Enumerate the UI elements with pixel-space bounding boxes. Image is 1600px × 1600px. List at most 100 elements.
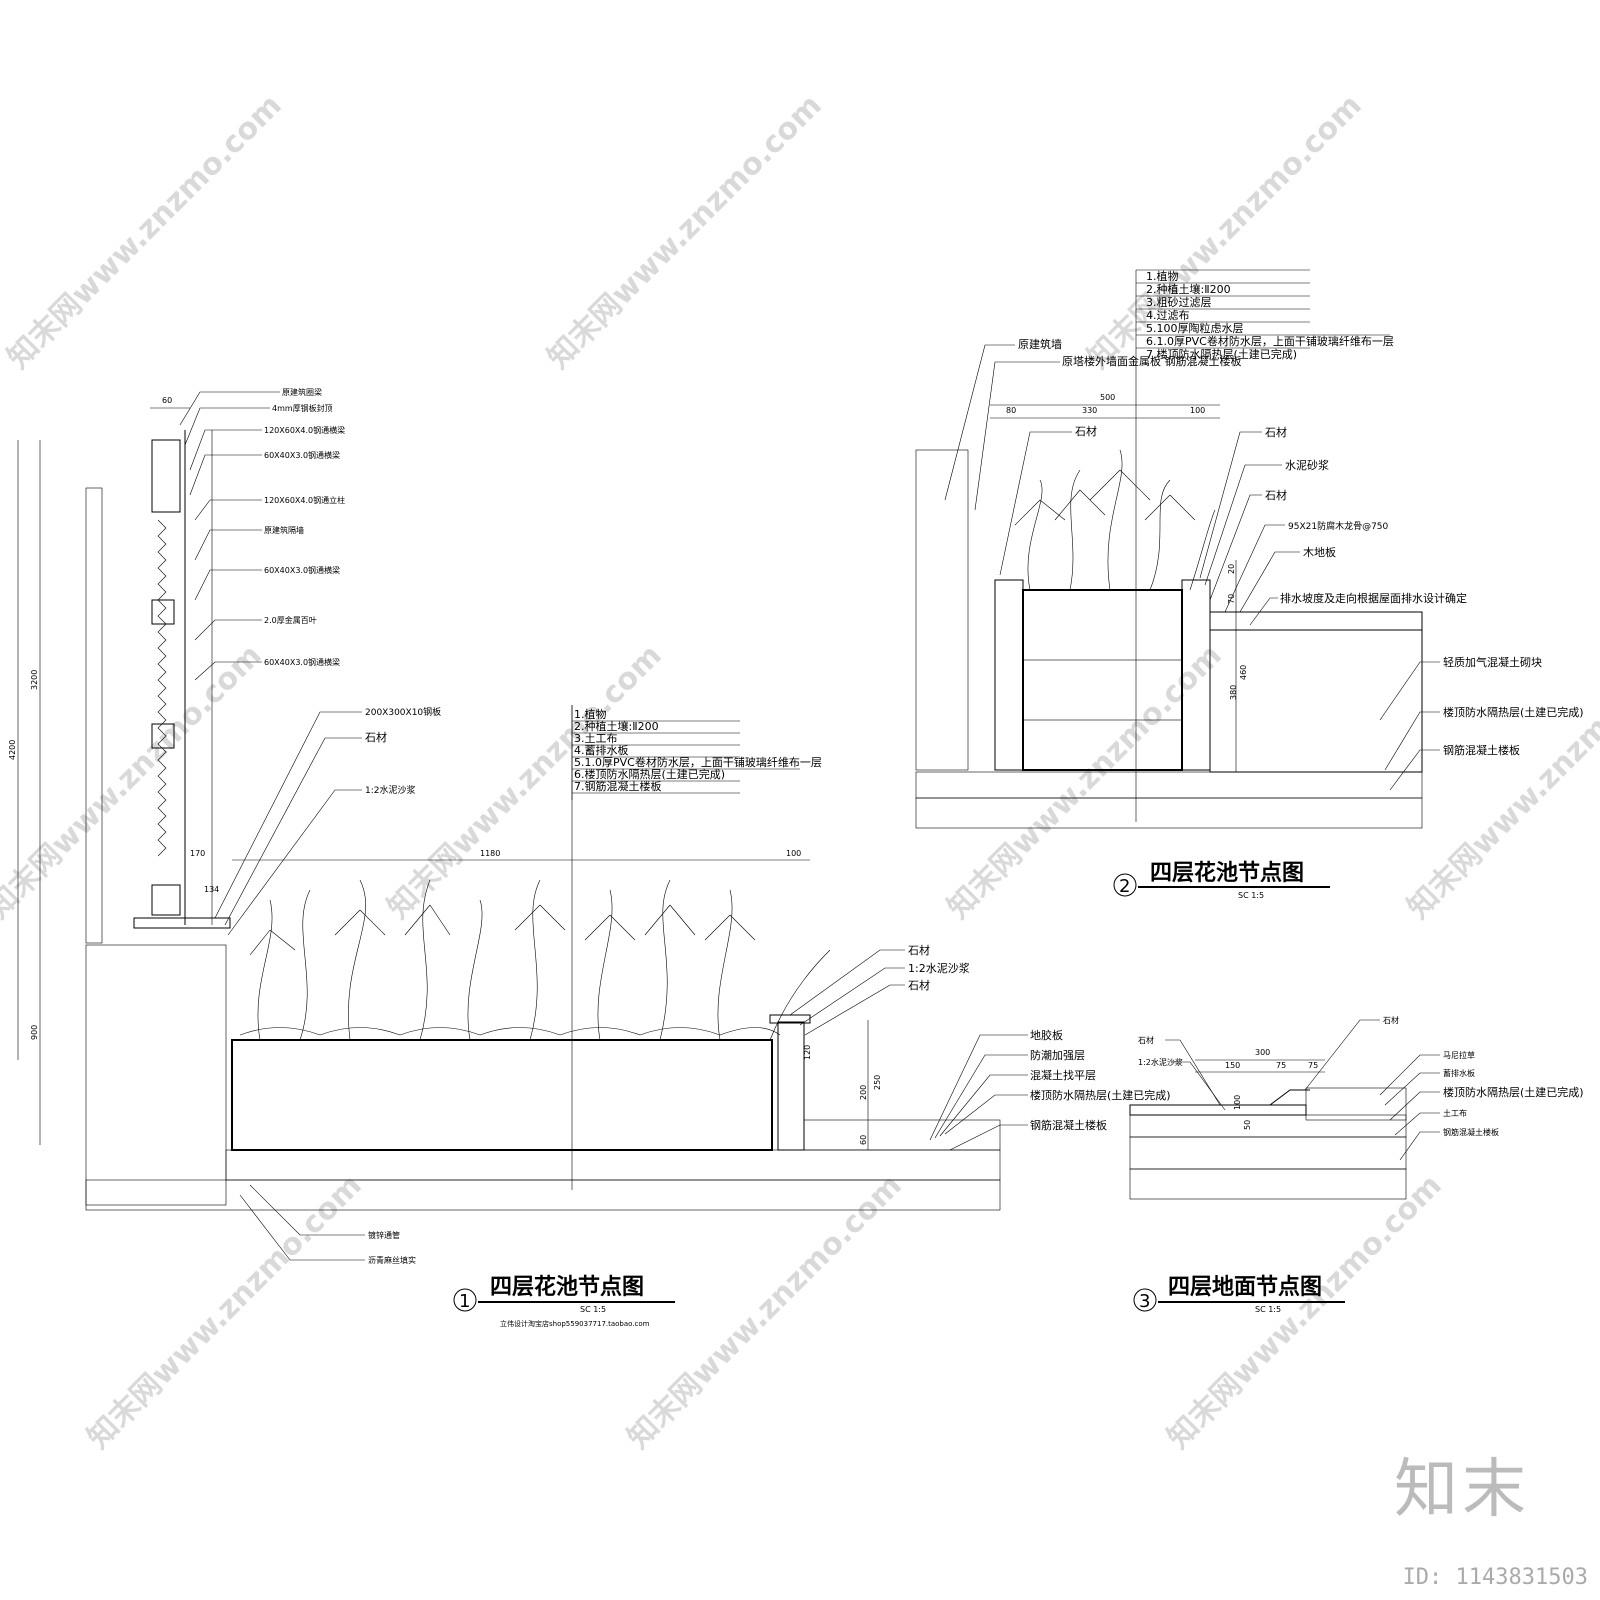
dim-text: 150 (1225, 1061, 1240, 1070)
left-label: 石材 (1138, 1035, 1154, 1045)
detail-title: 四层花池节点图 (1150, 860, 1304, 886)
right-leaders (789, 949, 1028, 1151)
detail-number: 2 (1119, 876, 1130, 897)
dim-text: 100 (786, 849, 801, 858)
left-label: 石材 (1075, 424, 1097, 438)
steel-beam (151, 599, 175, 625)
detail-number-circle (1133, 1288, 1157, 1312)
dim-text: 80 (1006, 406, 1016, 415)
planter-soil (231, 1039, 773, 1151)
scale-label: SC 1:5 (1255, 1305, 1281, 1314)
slab (1129, 1136, 1407, 1170)
watermark-text: 知末网www.znzmo.com (1, 88, 289, 376)
dim-text: 20 (1227, 564, 1236, 574)
wall-label: 原建筑圈梁 (282, 387, 322, 397)
detail-number: 1 (459, 1291, 470, 1312)
left-label: 原建筑墙 (1018, 337, 1062, 351)
dim-text: 170 (190, 849, 205, 858)
wall-label: 4mm厚钢板封顶 (272, 403, 333, 413)
layer-item: 3.土工布 (574, 732, 618, 745)
wall-label: 60X40X3.0钢通横梁 (264, 565, 340, 575)
layer-item: 6.1.0厚PVC卷材防水层，上面干铺玻璃纤维布一层 (1146, 334, 1394, 348)
aerated-block (1209, 629, 1423, 773)
metal-louver (157, 519, 167, 857)
floor-label: 钢筋混凝土楼板 (1030, 1118, 1107, 1132)
left-label: 原塔楼外墙面金属板 钢筋混凝土楼板 (1062, 354, 1242, 368)
dim-text: 330 (1082, 406, 1097, 415)
dim-text: 200 (859, 1085, 868, 1100)
existing-wall (915, 449, 969, 771)
bottom-label: 沥青麻丝填实 (368, 1255, 416, 1265)
dim-text: 70 (1227, 594, 1236, 604)
detail-2: 500 80 330 100 20 70 460 380 1.植物 2.种植土壤… (915, 269, 1584, 900)
dim-text: 75 (1308, 1061, 1318, 1070)
wall-label: 200X300X10钢板 (365, 706, 441, 718)
planter-wall (777, 1021, 805, 1151)
right-label: 轻质加气混凝土砌块 (1443, 655, 1542, 669)
layer-table (571, 705, 800, 800)
dim-text: 50 (1243, 1120, 1252, 1130)
dim-text: 250 (873, 1075, 882, 1090)
image-id-label: ID: 1143831503 (1402, 1565, 1588, 1590)
layer-item: 6.楼顶防水隔热层(土建已完成) (574, 767, 725, 781)
dim-text: 300 (1255, 1048, 1270, 1057)
dim-text: 460 (1239, 665, 1248, 680)
layer-item: 2.种植土壤:Ⅱ200 (574, 719, 659, 733)
right-label: 石材 (1265, 425, 1287, 439)
steel-beam (151, 884, 181, 916)
dim-text: 134 (204, 885, 219, 894)
top-label: 石材 (1383, 1015, 1399, 1025)
wall-label: 原建筑隔墙 (264, 525, 304, 535)
wall-label: 120X60X4.0钢通立柱 (264, 495, 345, 505)
detail-title: 四层花池节点图 (490, 1274, 644, 1300)
right-label: 钢筋混凝土楼板 (1443, 743, 1520, 757)
watermark-text: 知末网www.znzmo.com (1161, 1168, 1449, 1456)
right-label: 土工布 (1443, 1108, 1467, 1118)
dim-text: 380 (1229, 685, 1238, 700)
dim-text: 3200 (30, 670, 39, 690)
plants (239, 879, 831, 1041)
steel-beam (151, 723, 175, 749)
scale-label: SC 1:5 (580, 1305, 606, 1314)
layer-table (1136, 269, 1390, 349)
watermark-text: 知末网www.znzmo.com (541, 88, 829, 376)
steel-beam (151, 439, 181, 513)
slab (915, 771, 1423, 799)
watermark-text: 知末网www.znzmo.com (81, 1168, 369, 1456)
layer-item: 2.种植土壤:Ⅱ200 (1146, 282, 1231, 296)
right-label: 马尼拉草 (1443, 1050, 1475, 1060)
slab-lower (1129, 1168, 1407, 1200)
right-label: 排水坡度及走向根据屋面排水设计确定 (1280, 591, 1467, 605)
dim-text: 75 (1276, 1061, 1286, 1070)
wall-label: 60X40X3.0钢通横梁 (264, 450, 340, 460)
wall-label: 60X40X3.0钢通横梁 (264, 657, 340, 667)
left-leaders (944, 344, 1072, 576)
right-label: 石材 (908, 943, 930, 957)
detail-number-circle (453, 1288, 477, 1312)
detail-1: 原建筑圈梁 4mm厚钢板封顶 120X60X4.0钢通横梁 60X40X3.0钢… (8, 387, 1171, 1328)
watermark-text: 知末网www.znzmo.com (1401, 638, 1600, 926)
dim-text: 100 (1190, 406, 1205, 415)
dim-text: 100 (1233, 1095, 1242, 1110)
dim-text: 60 (859, 1135, 868, 1145)
shop-note: 立伟设计淘宝店shop559037717.taobao.com (500, 1319, 650, 1328)
dim-text: 1180 (480, 849, 500, 858)
bottom-leaders (239, 1184, 365, 1261)
dim-text: 4200 (8, 740, 17, 760)
dim-text: 500 (1100, 393, 1115, 402)
layer-item: 5.100厚陶粒虑水层 (1146, 321, 1244, 335)
right-label: 楼顶防水隔热层(土建已完成) (1443, 705, 1584, 719)
bottom-label: 镀锌通管 (368, 1230, 400, 1240)
brand-logo: 知末 (1394, 1453, 1530, 1527)
right-label: 1:2水泥沙浆 (908, 961, 970, 975)
right-label: 钢筋混凝土楼板 (1443, 1127, 1499, 1137)
floor-label: 防潮加强层 (1030, 1048, 1085, 1062)
wall-label: 2.0厚金属百叶 (264, 615, 317, 625)
detail-number: 3 (1139, 1291, 1150, 1312)
watermark-text: 知末网www.znzmo.com (621, 1168, 909, 1456)
wood-floor (1209, 611, 1423, 631)
layer-item: 5.1.0厚PVC卷材防水层，上面干铺玻璃纤维布一层 (574, 755, 822, 769)
right-label: 石材 (908, 978, 930, 992)
